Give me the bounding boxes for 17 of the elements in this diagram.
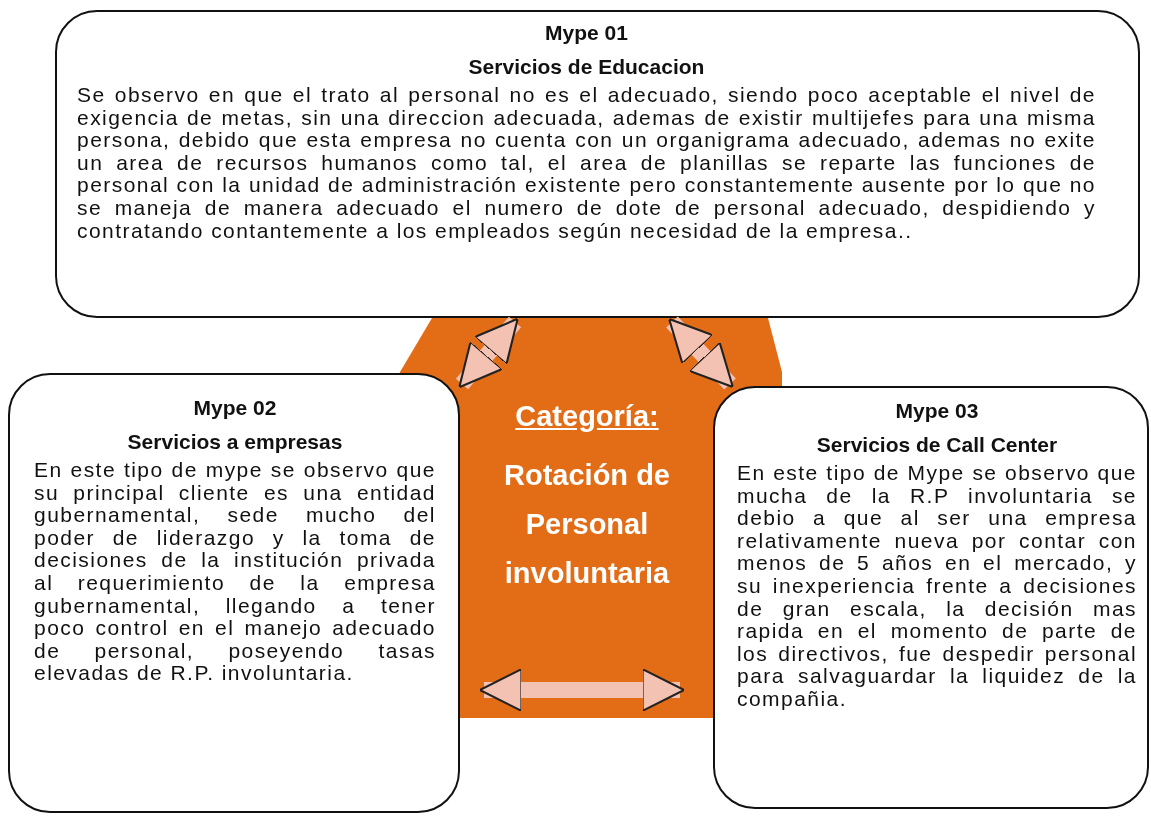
text-card <box>8 373 460 813</box>
double-arrow <box>478 668 686 712</box>
card-title: Mype 01 <box>544 20 629 46</box>
card-body: Se observo en que el trato al personal no es el adecuado, siendo poco aceptable el nivel de exigencia de metas, sin una direccion adecuada, ademas de existir multijefes para una misma persona, debido que esta empresa no cuenta con un organigrama adecuado, ademas no exite un area de recursos humanos como tal, el area de planillas se reparte las funciones de personal con la unidad de administración existente pero constantemente ausente por lo que no se maneja de manera adecuado el numero de dote de personal adecuado, despidiendo y contratando contantemente a los empleados según necesidad de la empresa.. <box>77 84 1096 243</box>
card-subtitle: Servicios de Educacion <box>467 54 706 80</box>
card-body: En este tipo de mype se observo que su principal cliente es una entidad gubernamental, sede mucho del poder de liderazgo y la toma de decisiones de la institución privada al requerimiento de la empresa gubernamental, llegando a tener poco control en el manejo adecuado de personal, poseyendo tasas elevadas de R.P. involuntaria. <box>34 459 436 685</box>
text-card <box>55 10 1140 318</box>
category-text: Rotación de Personal involuntaria <box>503 458 671 591</box>
card-title: Mype 03 <box>894 398 980 424</box>
card-subtitle: Servicios a empresas <box>126 429 344 455</box>
double-arrow <box>455 316 522 390</box>
card-subtitle: Servicios de Call Center <box>815 432 1059 458</box>
text-card <box>713 386 1149 809</box>
card-body: En este tipo de Mype se observo que mucha de la R.P involuntaria se debio a que al ser una empresa relativamente nueva por contar con menos de 5 años en el mercado, y su inexperiencia frente a decisiones de gran escala, la decisión mas rapida en el momento de parte de los directivos, fue despedir personal para salvaguardar la liquidez de la compañia. <box>737 462 1137 711</box>
card-title: Mype 02 <box>192 395 278 421</box>
category-heading: Categoría: <box>515 400 659 433</box>
double-arrow <box>666 316 736 390</box>
